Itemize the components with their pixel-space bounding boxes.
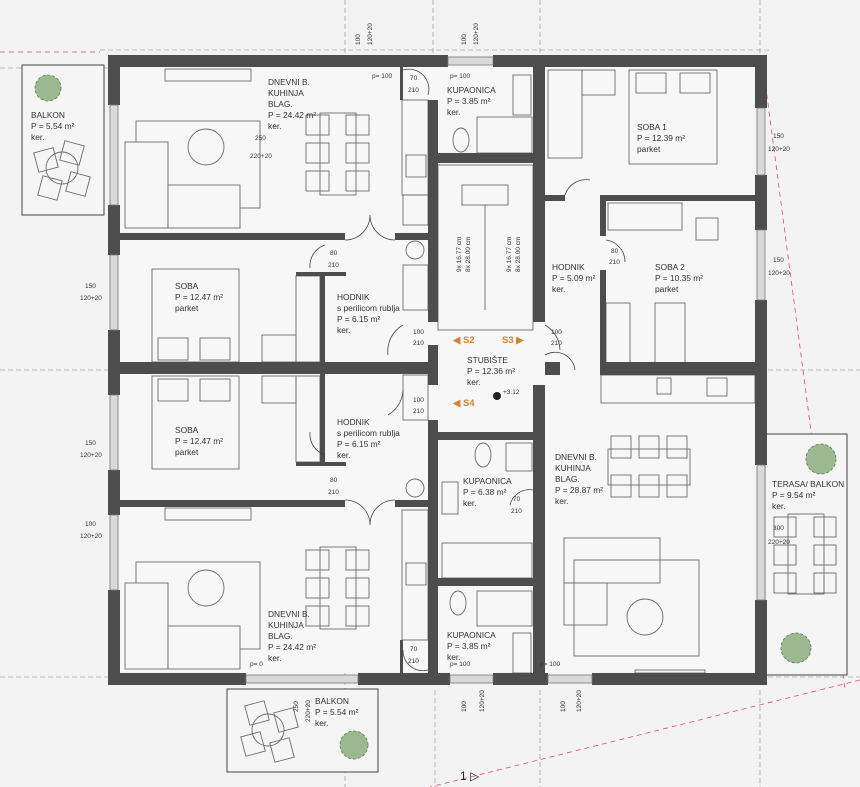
dim-window-height: 120+20: [367, 23, 374, 45]
furniture: [33, 68, 837, 763]
dim-sill: p= 100: [450, 661, 470, 668]
dim-door-width: 80: [611, 248, 619, 255]
dim-window-height: 120+20: [768, 270, 790, 277]
dim-door-width: 100: [413, 329, 424, 336]
marker-s4: ◀ S4: [452, 398, 475, 409]
dim-window-width: 300: [773, 525, 784, 532]
dim-door-width: 80: [330, 250, 338, 257]
level-marker-icon: [493, 392, 501, 400]
marker-s3: S3 ▶: [502, 335, 525, 346]
dim-door-height: 210: [413, 340, 424, 347]
dim-door-width: 100: [551, 329, 562, 336]
tree-icon: [34, 74, 62, 102]
section-marker: 1 ▷: [460, 769, 480, 783]
dim-window-width: 250: [255, 135, 266, 142]
tree-icon: [805, 443, 837, 475]
dim-sill: p= 100: [450, 73, 470, 80]
terrace-outline: [764, 433, 848, 676]
stair-tread-label: 8x 28.00 cm: [515, 237, 522, 272]
walls: [108, 55, 767, 685]
dim-door-width: 100: [413, 397, 424, 404]
dim-door-height: 210: [408, 658, 419, 665]
dim-window-height: 120+20: [479, 690, 486, 712]
dim-window-height: 220+20: [250, 153, 272, 160]
dim-window-width: 150: [773, 257, 784, 264]
dim-window-width: 250: [293, 701, 300, 712]
dim-door-width: 80: [330, 477, 338, 484]
dim-door-height: 210: [551, 340, 562, 347]
dim-window-height: 220+20: [305, 700, 312, 722]
dim-window-height: 120+20: [80, 452, 102, 459]
dim-window-height: 120+20: [576, 690, 583, 712]
dim-window-width: 100: [461, 34, 468, 45]
dim-window-height: 220+20: [768, 539, 790, 546]
dim-window-width: 150: [85, 283, 96, 290]
marker-s2: ◀ S2: [452, 335, 475, 346]
tree-icon: [339, 730, 369, 760]
dim-window-width: 100: [560, 701, 567, 712]
dim-window-width: 100: [461, 701, 468, 712]
level-label: +3.12: [503, 389, 520, 396]
dim-door-width: 70: [410, 646, 418, 653]
dim-door-height: 210: [609, 259, 620, 266]
dim-door-height: 210: [511, 508, 522, 515]
dim-window-height: 120+20: [473, 23, 480, 45]
dim-sill: p= 0: [250, 661, 263, 668]
windows: [109, 56, 766, 684]
dim-window-width: 150: [773, 133, 784, 140]
doors: [309, 68, 626, 671]
dim-window-height: 120+20: [80, 295, 102, 302]
dim-window-height: 120+20: [80, 533, 102, 540]
dim-door-height: 210: [408, 87, 419, 94]
stair-riser-label: 9x 16.77 cm: [506, 237, 513, 272]
dim-door-width: 70: [410, 75, 418, 82]
dim-window-height: 120+20: [768, 146, 790, 153]
stair-tread-label: 8x 28.00 cm: [465, 237, 472, 272]
dim-sill: p= 100: [372, 73, 392, 80]
dim-door-height: 210: [328, 489, 339, 496]
dim-door-height: 210: [413, 408, 424, 415]
dim-window-width: 100: [85, 521, 96, 528]
balcony-bottom-outline: [226, 688, 379, 773]
tree-icon: [780, 632, 812, 664]
dim-window-width: 100: [355, 34, 362, 45]
dim-window-width: 150: [85, 440, 96, 447]
dim-sill: p= 100: [540, 661, 560, 668]
stair-riser-label: 9x 16.77 cm: [456, 237, 463, 272]
dim-door-height: 210: [328, 262, 339, 269]
dim-door-width: 70: [513, 496, 521, 503]
